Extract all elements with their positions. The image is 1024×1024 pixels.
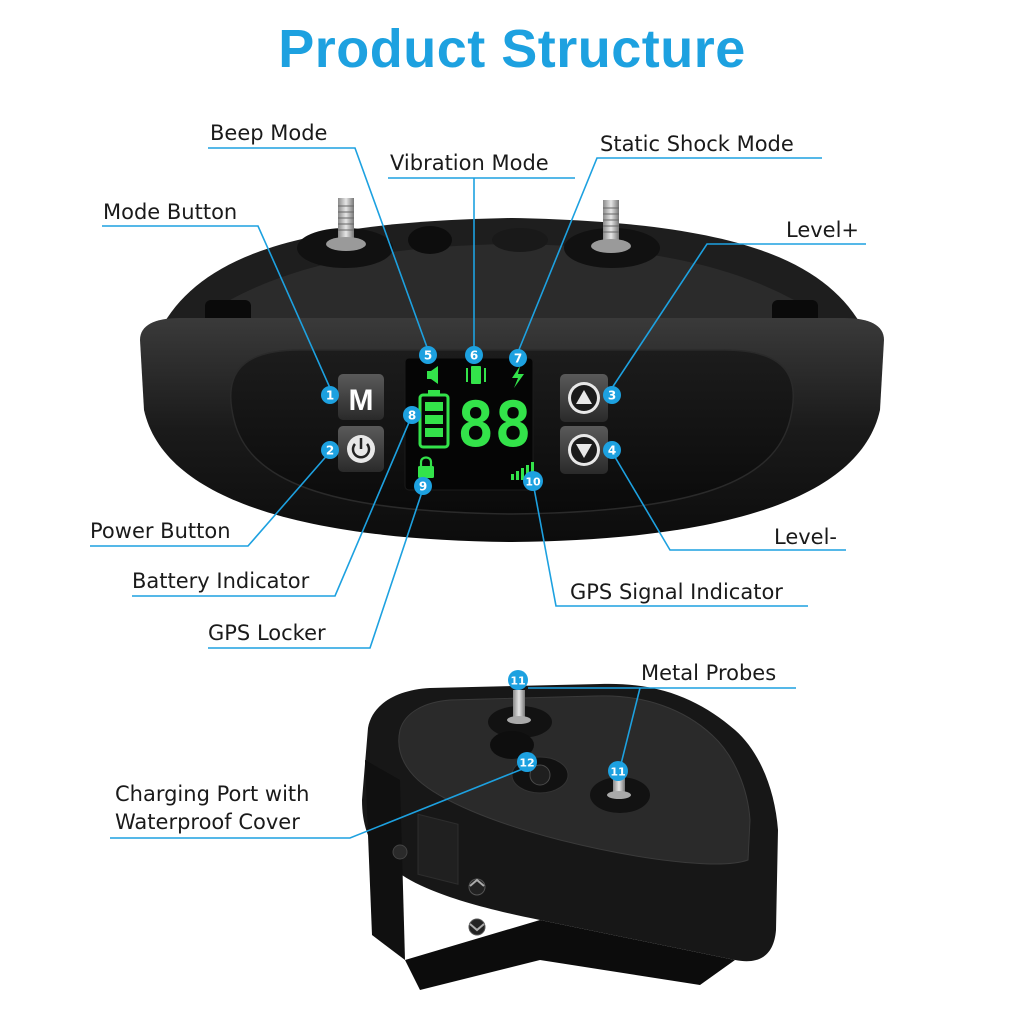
level-up-button[interactable] [560,374,608,422]
label-charging-port: Charging Port with Waterproof Cover [115,782,310,834]
leader-lines [90,147,866,839]
svg-text:5: 5 [424,349,432,363]
label-gps-locker: GPS Locker [208,621,326,645]
svg-text:2: 2 [326,444,334,458]
speaker-icon [427,366,438,384]
label-level-minus: Level- [774,525,838,549]
label-battery-indicator: Battery Indicator [132,569,310,593]
vibration-icon [466,366,486,384]
marker-8: 8 [403,406,421,424]
svg-text:10: 10 [525,476,541,489]
marker-3: 3 [603,386,621,404]
mode-button-label: M [349,384,374,417]
power-icon [347,435,375,463]
back-panel [398,695,751,865]
marker-11b: 11 [608,761,628,781]
svg-text:11: 11 [510,675,525,688]
label-beep-mode: Beep Mode [210,121,328,145]
lightning-icon [512,366,524,388]
label-vibration-mode: Vibration Mode [390,151,549,175]
level-down-button[interactable] [560,426,608,474]
collar-receiver-back [362,683,778,990]
power-button[interactable] [338,426,384,472]
svg-text:1: 1 [326,389,334,403]
mode-button[interactable]: M [338,374,384,420]
svg-text:6: 6 [470,349,478,363]
svg-text:9: 9 [419,480,427,494]
collar-receiver-front: 88 M [140,198,884,542]
label-level-plus: Level+ [786,218,860,242]
down-arrow-icon [568,434,600,466]
marker-1: 1 [321,386,339,404]
lock-icon [418,456,434,478]
marker-9: 9 [414,477,432,495]
marker-5: 5 [419,346,437,364]
label-gps-signal-indicator: GPS Signal Indicator [570,580,783,604]
marker-7: 7 [509,349,527,367]
marker-10: 10 [523,471,543,491]
svg-text:3: 3 [608,389,616,403]
label-static-shock-mode: Static Shock Mode [600,132,794,156]
svg-text:4: 4 [608,444,616,458]
marker-2: 2 [321,441,339,459]
label-metal-probes: Metal Probes [641,661,777,685]
battery-icon [418,390,450,449]
label-mode-button: Mode Button [103,200,238,224]
svg-text:8: 8 [408,409,416,423]
page-title: Product Structure [278,19,746,79]
svg-text:7: 7 [514,352,522,366]
marker-11a: 11 [508,670,528,690]
marker-12: 12 [517,752,537,772]
number-markers: 1 2 3 4 5 6 7 8 9 10 11 11 12 [321,346,628,781]
metal-probe-right [591,200,631,253]
marker-6: 6 [465,346,483,364]
metal-probe-left [326,198,366,251]
lcd-digits: 88 [457,388,532,461]
marker-4: 4 [603,441,621,459]
svg-text:11: 11 [610,766,625,779]
svg-text:12: 12 [519,757,534,770]
up-arrow-icon [568,382,600,414]
signal-bars-icon [511,462,534,480]
label-power-button: Power Button [90,519,231,543]
